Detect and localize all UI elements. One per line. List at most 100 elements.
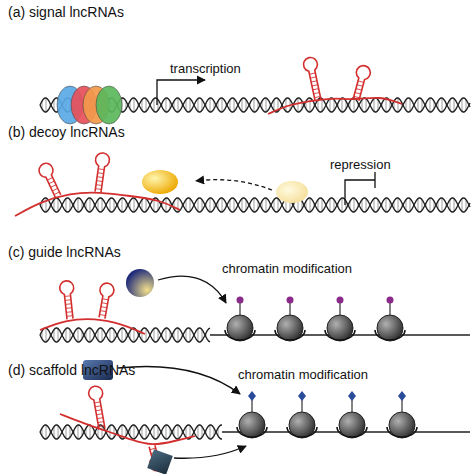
base-pair [374,99,375,112]
histone-tail [339,303,340,315]
histone-tail [401,400,402,412]
rna-base-pair [100,311,106,312]
rna-base-pair [54,192,59,195]
base-pair [210,425,211,439]
histone-tail [289,303,290,315]
base-pair [462,199,463,212]
chromatin-fiber [210,297,470,342]
base-pair [298,98,299,112]
histone-tail [301,400,302,412]
base-pair [210,98,211,112]
base-pair [210,198,211,212]
base-pair [410,199,411,212]
base-pair [102,199,103,212]
base-pair [122,198,123,212]
histone-tail [389,303,390,315]
rna-base-pair [100,315,106,316]
dna-helix [40,198,470,212]
dna-wrap [387,427,417,437]
base-pair [122,328,123,342]
repression-bar [345,172,375,205]
base-pair [234,199,235,212]
dna-wrap [275,330,305,340]
base-pair [146,199,147,212]
dna-strand [40,198,470,212]
rna-base-pair [97,418,103,419]
base-pair [134,425,135,439]
panel-heading: (d) scaffold lncRNAs [8,362,135,378]
base-pair [278,199,279,212]
rna-base-pair [47,178,52,181]
base-pair [398,198,399,212]
rna-base-pair [66,311,72,313]
rna-base-pair [97,180,103,182]
base-pair [178,328,179,342]
base-pair [58,199,59,212]
base-pair [178,425,179,439]
rna-loop [59,280,77,320]
histone-tail [239,303,240,315]
lncrna-strand [60,414,195,444]
rna-base-pair [310,77,316,78]
rna-base-pair [52,188,57,191]
base-pair [90,425,91,439]
base-pair [102,426,103,439]
dna-strand [40,328,210,342]
rna-base-pair [102,299,108,300]
base-pair [374,199,375,212]
dna-wrap [325,330,355,340]
base-pair [386,98,387,112]
rna-base-pair [98,422,104,423]
rna-stem-loop [88,385,109,430]
base-pair [90,198,91,212]
transcription-factor [96,86,122,124]
rna-stem-loop [59,280,77,320]
base-pair [146,99,147,112]
base-pair [254,98,255,112]
base-pair [222,198,223,212]
base-pair [454,199,455,212]
histone-mark [348,391,356,401]
base-pair [78,328,79,342]
base-pair [110,329,111,342]
histone-mark [337,297,344,304]
base-pair [46,425,47,439]
rna-base-pair [311,81,317,82]
base-pair [154,329,155,342]
rna-base-pair [65,299,71,301]
base-pair [154,426,155,439]
base-pair [266,198,267,212]
process-label: transcription [170,62,241,77]
rna-base-pair [309,73,315,74]
process-label: chromatin modification [222,262,352,277]
base-pair [110,199,111,212]
base-pair [134,98,135,112]
base-pair [66,426,67,439]
dna-wrap [287,427,317,437]
base-pair [102,329,103,342]
process-label: repression [330,158,391,173]
base-pair [90,328,91,342]
rna-stem-loop [302,56,325,101]
rna-loop [302,56,325,101]
lncrna-strand [15,193,180,216]
rna-base-pair [314,93,320,94]
base-pair [310,198,311,212]
histone-mark [398,391,406,401]
base-pair [330,199,331,212]
base-pair [198,99,199,112]
base-pair [234,99,235,112]
rna-stem-loop [37,161,65,199]
base-pair [342,198,343,212]
chromatin-fiber [222,391,470,438]
base-pair [166,425,167,439]
base-pair [198,329,199,342]
dna-wrap [337,427,367,437]
histone-tail [251,400,252,412]
base-pair [454,99,455,112]
base-pair [166,98,167,112]
panel-heading: (c) guide lncRNAs [8,244,121,260]
rna-stem-loop [91,152,110,193]
base-pair [330,99,331,112]
